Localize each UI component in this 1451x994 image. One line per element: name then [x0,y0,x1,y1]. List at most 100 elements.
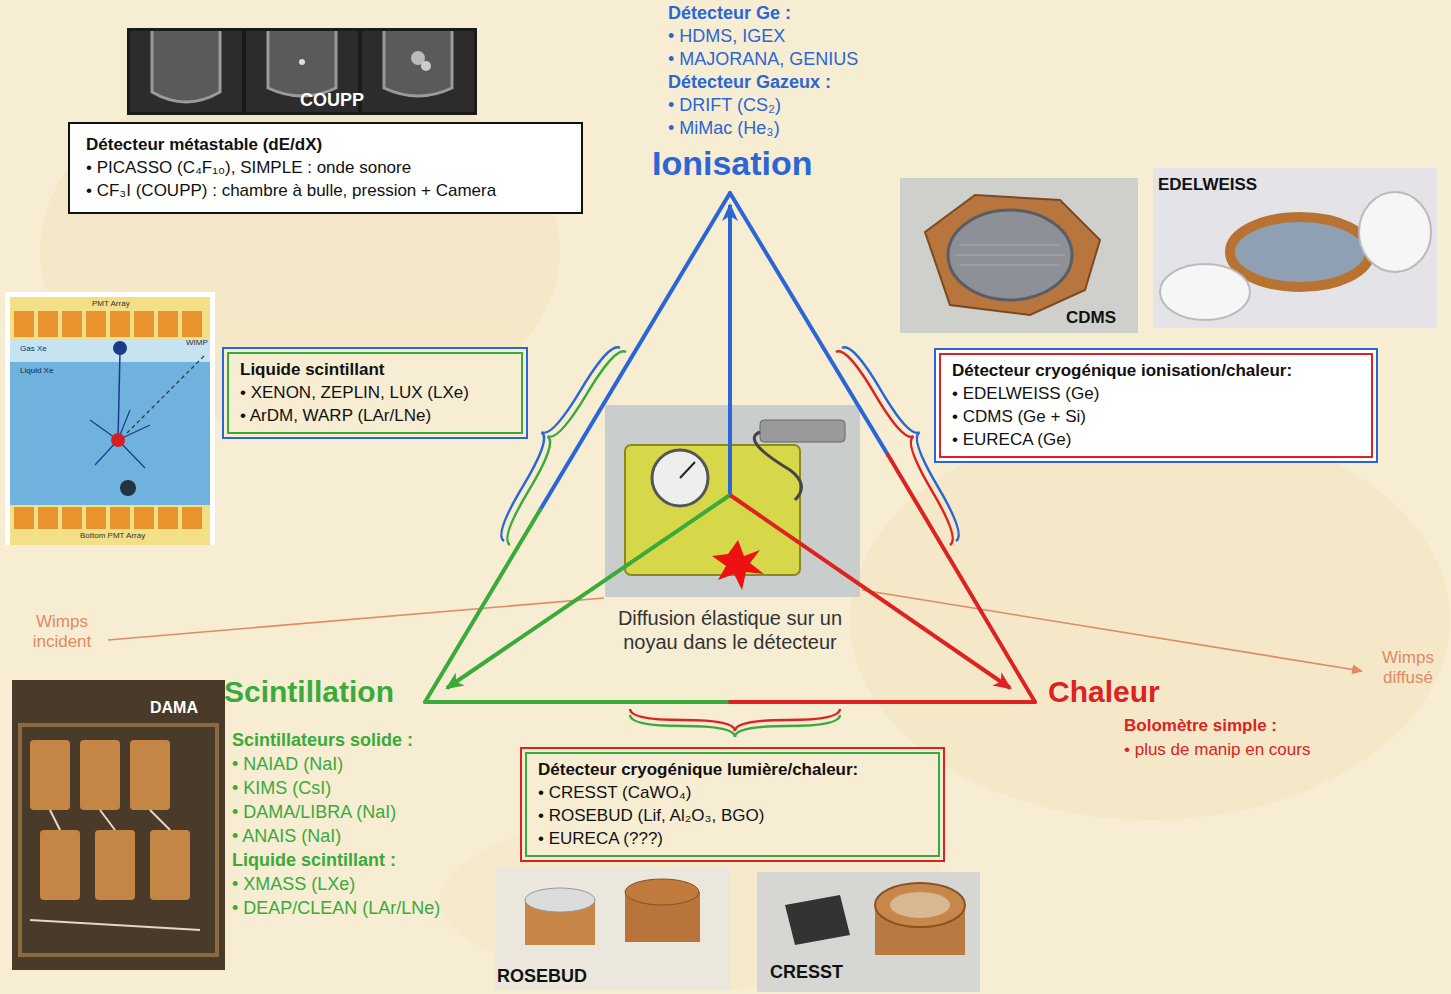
edelweiss-photo [1153,168,1437,328]
coupp-photo [299,59,305,65]
list-item: • XMASS (LXe) [232,874,355,896]
list-item: • PICASSO (C₄F₁₀), SIMPLE : onde sonore [86,156,565,179]
figure-label: Gas Xe [20,344,47,354]
edelweiss-photo [1230,217,1370,287]
central-photo [625,445,800,575]
lxe-tpc-illustration [110,507,130,529]
central-photo [760,420,845,442]
cdms-photo [900,178,1138,333]
lxe-tpc-illustration [118,352,120,440]
coupp-photo [152,31,220,102]
central-photo [652,450,708,506]
figure-label: WIMP [186,338,208,348]
lxe-tpc-illustration [10,362,210,505]
lxe-tpc-illustration [10,297,210,340]
cresst-photo [757,872,980,992]
lxe-tpc-illustration [90,410,150,468]
lxe-tpc-illustration [113,341,127,355]
signal-arrows [730,495,1010,688]
coupp-photo [127,28,477,115]
dama-photo [80,740,120,810]
coupp-photo [421,61,431,71]
signal-arrows [447,205,1010,688]
central-photo [754,432,801,500]
cresst-photo [875,883,965,927]
photo-caption: EDELWEISS [1158,175,1257,195]
lxe-tpc-illustration [5,292,215,545]
list-heading: Liquide scintillant : [232,850,396,872]
lxe-tpc-illustration [134,507,154,529]
list-item: • DEAP/CLEAN (LAr/LNe) [232,898,440,920]
cdms-photo [900,178,1138,333]
list-item: • EURECA (Ge) [952,428,1360,451]
lxe-tpc-illustration [38,311,58,337]
detection-triangle [730,193,888,455]
lxe-tpc-illustration [62,311,82,337]
box-heading: Détecteur cryogénique lumière/chaleur: [538,758,927,781]
dama-photo [12,680,225,970]
lxe-tpc-illustration [86,311,106,337]
curly-braces [501,347,958,737]
coupp-photo [384,31,452,96]
vertex-title: Scintillation [224,674,394,710]
detection-triangle [425,700,730,704]
photo-caption: DAMA [150,698,198,717]
list-item: • plus de manip en cours [1124,740,1310,760]
list-item: • ArDM, WARP (LAr/LNe) [240,404,510,427]
cdms-photo [955,245,1065,265]
list-heading: Détecteur Ge : [668,3,791,25]
figure-label: PMT Array [92,299,130,309]
dama-photo [150,830,190,900]
lxe-tpc-illustration [110,311,130,337]
lxe-tpc-illustration [158,311,178,337]
detector-box: Détecteur cryogénique ionisation/chaleur… [934,348,1378,463]
photo-caption: Diffusion élastique sur un noyau dans le… [588,606,872,654]
curly-brace [630,715,840,737]
cresst-photo [785,895,850,945]
list-item: • DAMA/LIBRA (NaI) [232,802,396,824]
detection-triangle [425,510,540,702]
lxe-tpc-illustration [14,311,34,337]
detector-box: Détecteur métastable (dE/dX)• PICASSO (C… [68,122,583,214]
lxe-tpc-illustration [120,480,136,496]
central-photo [680,462,695,478]
detection-triangle [888,455,1035,702]
trajectory-label: Wimps diffusé [1372,648,1444,689]
list-item: • EDELWEISS (Ge) [952,382,1360,405]
dama-photo [12,680,225,970]
list-item: • ROSEBUD (Lif, Al₂O₃, BGO) [538,804,927,827]
list-item: • NAIAD (NaI) [232,754,343,776]
detector-box: Liquide scintillant• XENON, ZEPLIN, LUX … [222,347,528,439]
signal-arrows [728,205,732,495]
dama-photo [20,725,217,955]
lxe-tpc-illustration [134,311,154,337]
list-item: • DRIFT (CS₂) [668,95,781,117]
photo-caption: COUPP [300,90,364,112]
curly-brace [630,709,840,731]
wimp-trajectory [862,590,1362,671]
list-item: • HDMS, IGEX [668,26,785,48]
signal-arrows [447,495,730,688]
list-item: • EURECA (???) [538,827,927,850]
list-item: • XENON, ZEPLIN, LUX (LXe) [240,381,510,404]
edelweiss-photo [1153,168,1437,328]
wimp-trajectory [108,590,1362,671]
lxe-tpc-illustration [10,505,210,545]
cresst-photo [890,892,950,918]
box-heading: Détecteur cryogénique ionisation/chaleur… [952,359,1360,382]
dama-photo [130,740,170,810]
central-photo [605,405,860,597]
dama-photo [95,830,135,900]
cdms-photo [948,210,1072,300]
lxe-tpc-illustration [62,507,82,529]
dama-photo [30,740,70,810]
trajectory-label: Wimps incident [20,612,104,653]
list-item: • CDMS (Ge + Si) [952,405,1360,428]
lxe-tpc-illustration [126,356,204,434]
list-heading: Bolomètre simple : [1124,716,1277,736]
lxe-tpc-illustration [10,340,210,362]
list-heading: Détecteur Gazeux : [668,72,831,94]
coupp-photo [130,31,242,112]
lxe-tpc-illustration [182,311,202,337]
photo-caption: ROSEBUD [497,966,587,988]
